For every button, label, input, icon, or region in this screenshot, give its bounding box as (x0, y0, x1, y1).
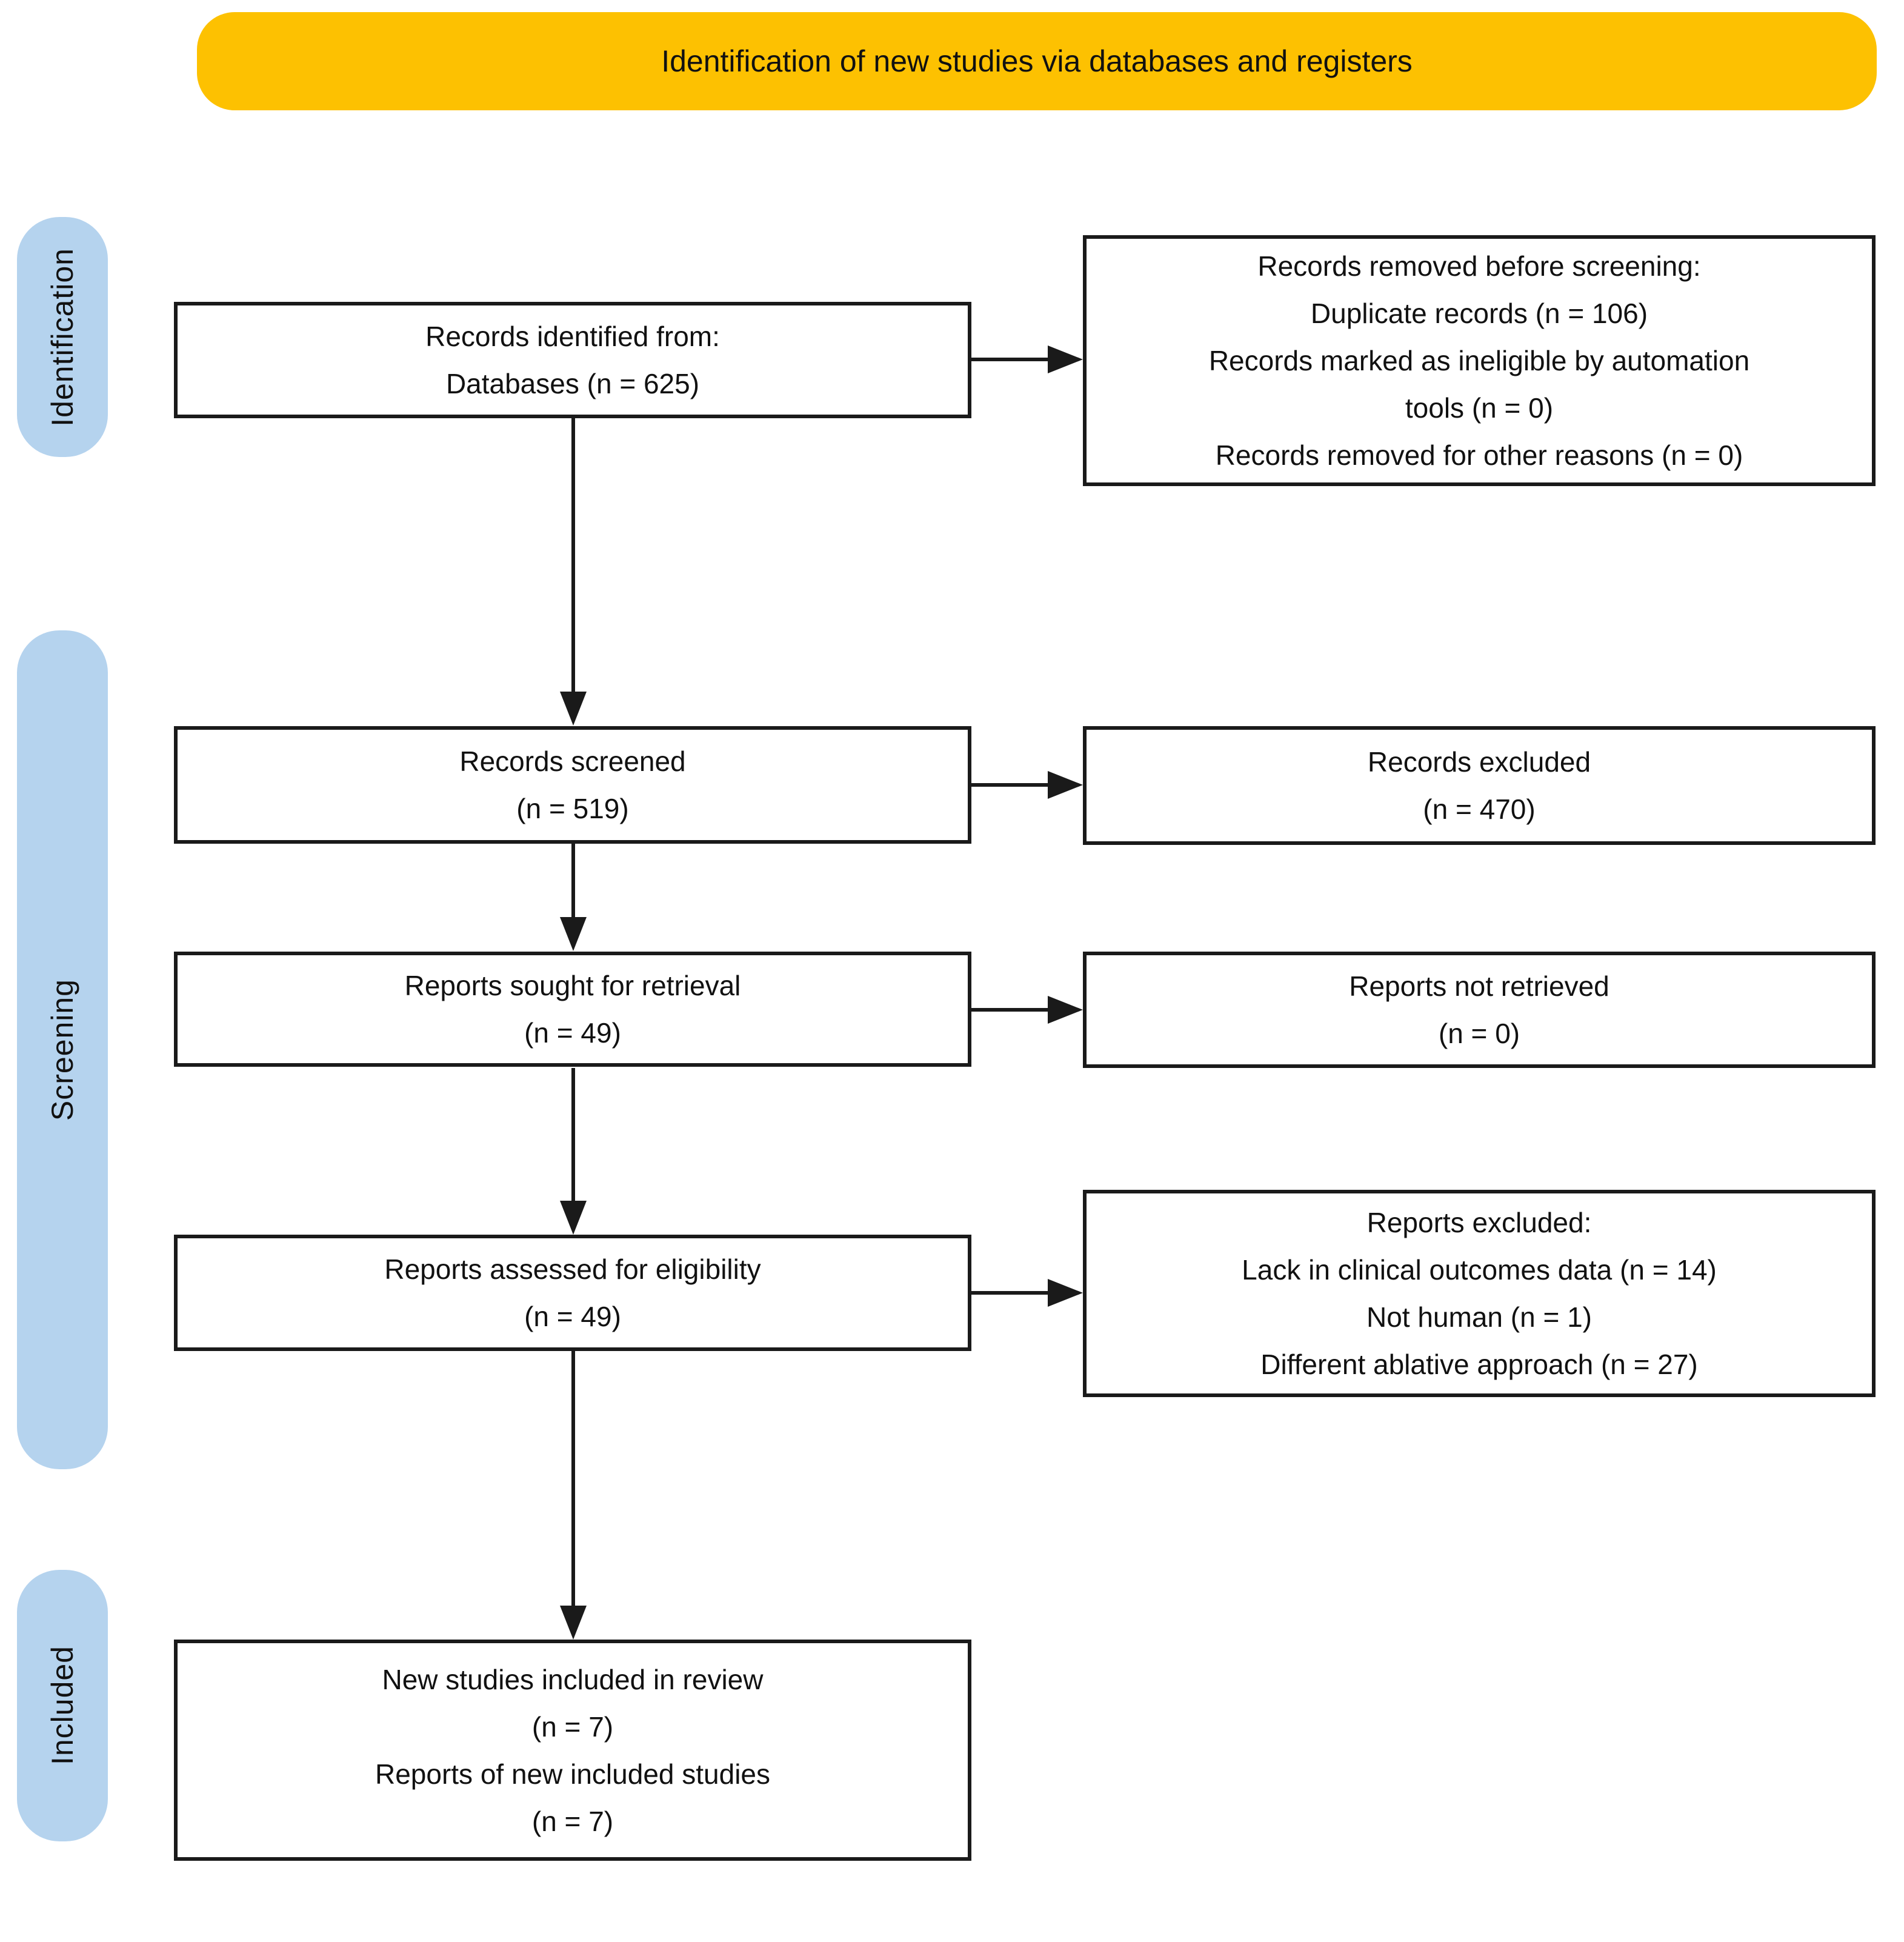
stage-label-identification: Identification (45, 247, 79, 427)
box-reports-assessed: Reports assessed for eligibility (n = 49… (174, 1235, 971, 1351)
arrow-assessed-to-included (560, 1351, 587, 1640)
arrow-screened-to-sought (560, 844, 587, 951)
arrow-assessed-to-reports-excluded (971, 1279, 1083, 1307)
box-reports-sought: Reports sought for retrieval (n = 49) (174, 952, 971, 1067)
arrow-screened-to-excluded (971, 771, 1083, 799)
arrow-identified-to-removed (971, 345, 1083, 373)
arrow-sought-to-assessed (560, 1068, 587, 1235)
arrow-identified-to-screened (560, 418, 587, 726)
arrowhead-down-icon (560, 1606, 587, 1640)
stage-pill-identification: Identification (17, 217, 108, 457)
box-reports-excluded: Reports excluded: Lack in clinical outco… (1083, 1190, 1876, 1397)
box-records-excluded: Records excluded (n = 470) (1083, 726, 1876, 845)
box-reports-not-retrieved: Reports not retrieved (n = 0) (1083, 952, 1876, 1068)
arrowhead-down-icon (560, 692, 587, 726)
box-records-removed-before-screening: Records removed before screening: Duplic… (1083, 235, 1876, 486)
arrowhead-down-icon (560, 917, 587, 951)
arrowhead-right-icon (1048, 996, 1083, 1024)
stage-pill-screening: Screening (17, 630, 108, 1469)
box-records-screened: Records screened (n = 519) (174, 726, 971, 844)
arrowhead-right-icon (1048, 771, 1083, 799)
stage-label-included: Included (45, 1646, 79, 1766)
box-studies-included: New studies included in review (n = 7) R… (174, 1640, 971, 1861)
arrowhead-right-icon (1048, 1279, 1083, 1307)
arrowhead-down-icon (560, 1201, 587, 1235)
stage-label-screening: Screening (45, 978, 79, 1121)
box-records-identified: Records identified from: Databases (n = … (174, 302, 971, 418)
arrowhead-right-icon (1048, 345, 1083, 373)
stage-pill-included: Included (17, 1570, 108, 1841)
arrow-sought-to-not-retrieved (971, 996, 1083, 1024)
banner-title: Identification of new studies via databa… (197, 12, 1877, 110)
